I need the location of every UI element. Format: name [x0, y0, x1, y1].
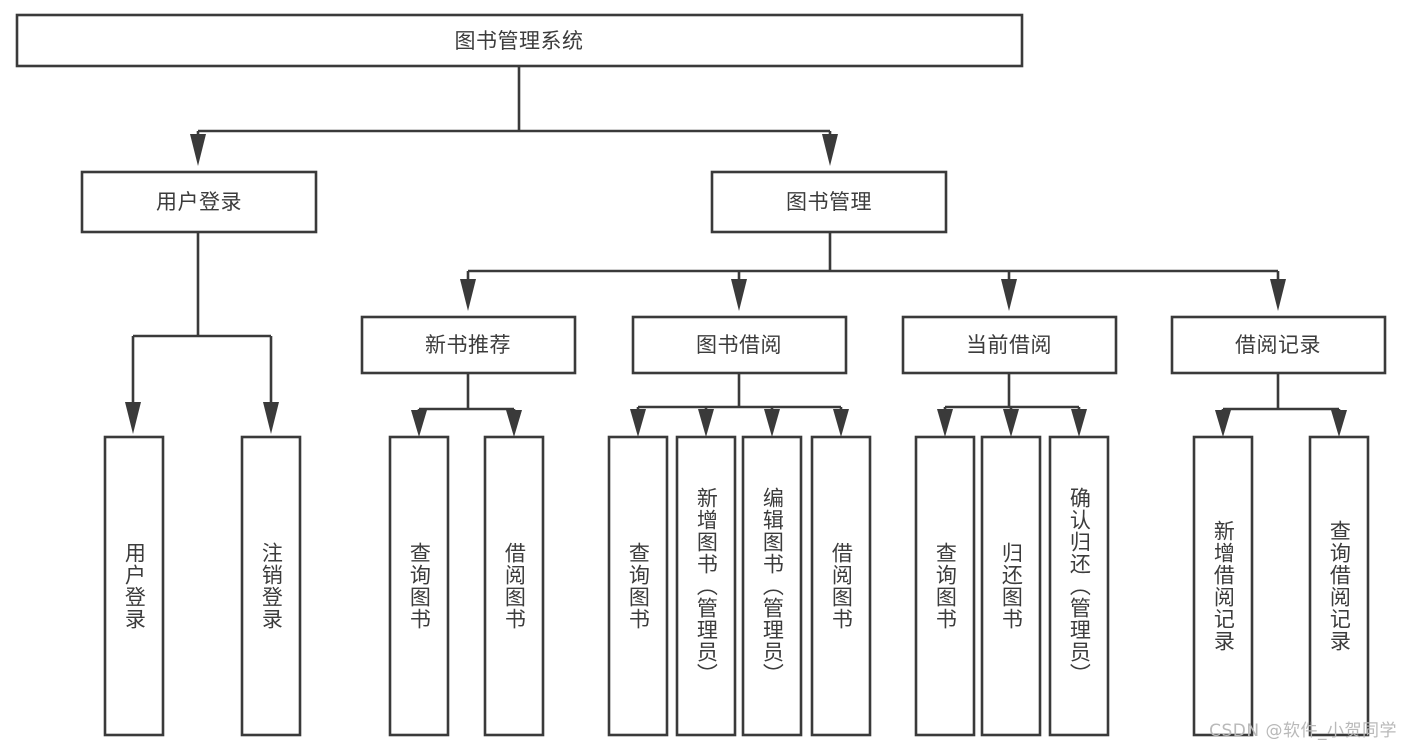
arrowhead-book-borrow [731, 279, 747, 311]
arrowhead-leaf-edit-book [764, 409, 780, 437]
arrowhead-borrow-record [1270, 279, 1286, 311]
node-box-user-login[interactable] [80, 170, 318, 234]
connector-group-current-borrow [937, 373, 1087, 437]
arrowhead-leaf-borrow-book-1 [506, 410, 522, 437]
node-box-leaf-return-book[interactable] [980, 435, 1042, 737]
connector-group-borrow-record [1215, 373, 1347, 437]
arrowhead-new-book-recommend [460, 279, 476, 311]
arrowhead-leaf-add-record [1215, 410, 1231, 437]
arrowhead-book-manage [822, 134, 838, 166]
node-box-leaf-user-logout[interactable] [240, 435, 302, 737]
node-box-leaf-query-book-1[interactable] [388, 435, 450, 737]
arrowhead-leaf-user-login [125, 402, 141, 434]
arrowhead-leaf-query-book-1 [411, 410, 427, 437]
arrowhead-current-borrow [1001, 279, 1017, 311]
node-box-leaf-query-book-3[interactable] [914, 435, 976, 737]
connector-group-book-manage [460, 232, 1286, 311]
arrowhead-leaf-query-record [1331, 410, 1347, 437]
arrowhead-leaf-borrow-book-2 [833, 409, 849, 437]
node-box-leaf-edit-book[interactable] [741, 435, 803, 737]
connector-group-root [190, 67, 838, 166]
node-label-book-manage: 图书管理 [786, 190, 872, 214]
watermark-text: CSDN @软件_小贺同学 [1209, 721, 1397, 741]
arrowhead-leaf-confirm-return [1071, 409, 1087, 437]
node-label-root: 图书管理系统 [455, 29, 584, 53]
connector-group-new-book-recommend [411, 373, 522, 437]
node-label-book-borrow: 图书借阅 [696, 333, 782, 357]
arrowhead-leaf-add-book [698, 409, 714, 437]
node-box-new-book-recommend[interactable] [360, 315, 577, 375]
node-box-leaf-add-record[interactable] [1192, 435, 1254, 737]
node-box-leaf-add-book[interactable] [675, 435, 737, 737]
node-box-leaf-query-book-2[interactable] [607, 435, 669, 737]
node-box-root[interactable] [15, 13, 1024, 68]
node-label-new-book-recommend: 新书推荐 [425, 333, 511, 357]
arrowhead-leaf-return-book [1003, 409, 1019, 437]
node-box-leaf-borrow-book-2[interactable] [810, 435, 872, 737]
arrowhead-user-login [190, 134, 206, 166]
node-box-leaf-user-login[interactable] [103, 435, 165, 737]
connector-group-user-login [125, 232, 279, 434]
node-box-book-manage[interactable] [710, 170, 948, 234]
node-box-leaf-query-record[interactable] [1308, 435, 1370, 737]
node-box-borrow-record[interactable] [1170, 315, 1387, 375]
node-box-book-borrow[interactable] [631, 315, 848, 375]
node-box-current-borrow[interactable] [901, 315, 1118, 375]
node-box-leaf-confirm-return[interactable] [1048, 435, 1110, 737]
node-box-leaf-borrow-book-1[interactable] [483, 435, 545, 737]
connector-group-book-borrow [630, 373, 849, 437]
arrowhead-leaf-user-logout [263, 402, 279, 434]
node-label-user-login: 用户登录 [156, 190, 242, 214]
arrowhead-leaf-query-book-2 [630, 409, 646, 437]
node-label-borrow-record: 借阅记录 [1235, 333, 1321, 357]
node-label-current-borrow: 当前借阅 [966, 333, 1052, 357]
arrowhead-leaf-query-book-3 [937, 409, 953, 437]
